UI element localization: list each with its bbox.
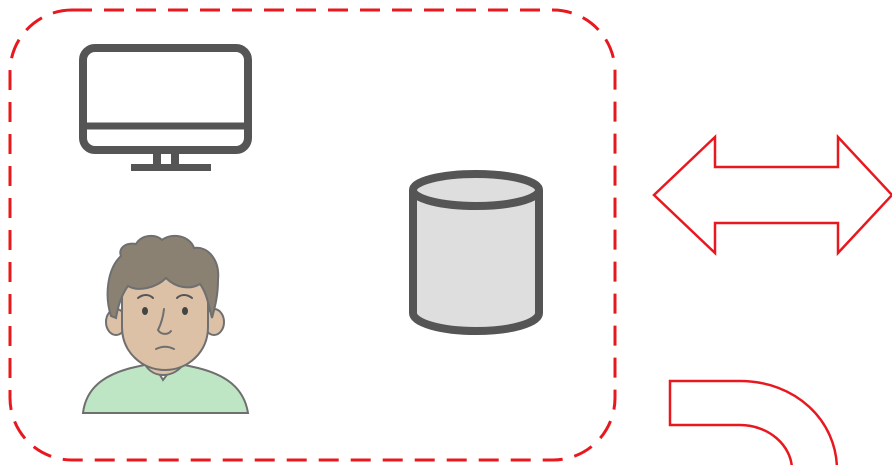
user-avatar-icon xyxy=(81,234,250,414)
monitor-icon xyxy=(79,44,252,171)
curved-arrow xyxy=(668,379,838,465)
local-group-boundary xyxy=(8,8,617,462)
bidirectional-arrow xyxy=(652,133,892,257)
database-icon xyxy=(409,170,543,335)
